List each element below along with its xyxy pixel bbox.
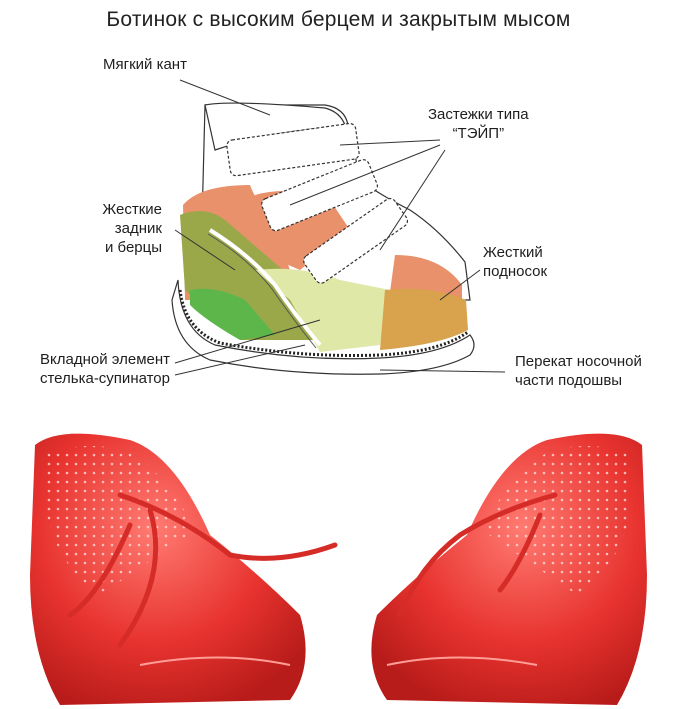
red-shoes-photo bbox=[0, 415, 677, 709]
left-red-shoe bbox=[30, 434, 306, 705]
label-rocker: Перекат носочной части подошвы bbox=[515, 352, 642, 390]
toe-cap-zone bbox=[380, 289, 468, 350]
label-fasteners: Застежки типа “ТЭЙП” bbox=[428, 105, 529, 143]
label-soft-edge: Мягкий кант bbox=[103, 55, 187, 74]
label-rigid-back: Жесткие задник и берцы bbox=[92, 200, 162, 257]
label-insole: Вкладной элемент стелька-супинатор bbox=[0, 350, 170, 388]
label-rigid-toe: Жесткий подносок bbox=[483, 243, 547, 281]
right-red-shoe bbox=[371, 434, 647, 705]
